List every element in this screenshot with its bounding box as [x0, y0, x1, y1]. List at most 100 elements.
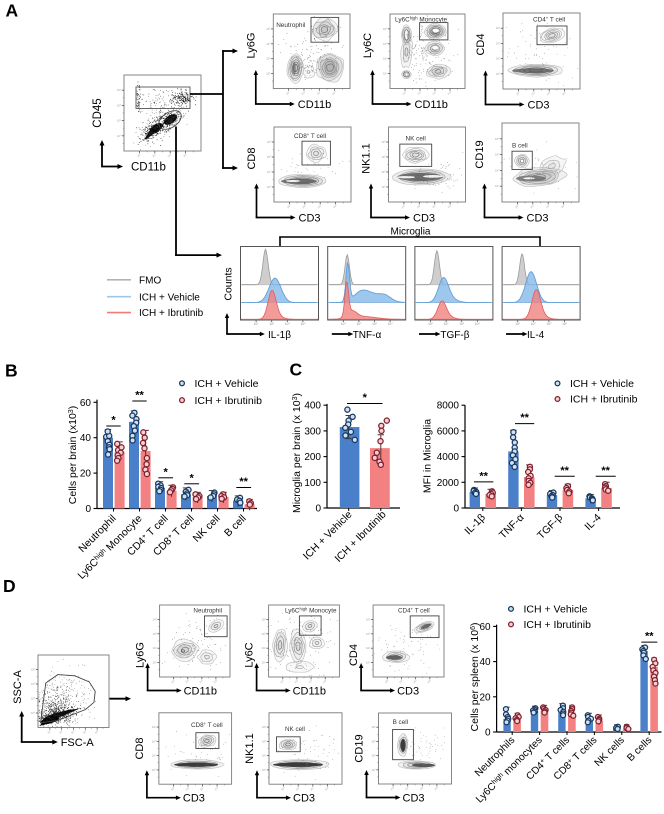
svg-text:103: 103 [309, 786, 315, 792]
svg-text:CD8: CD8 [134, 737, 146, 759]
svg-text:104: 104 [182, 153, 188, 159]
svg-text:102: 102 [404, 786, 410, 792]
svg-text:102: 102 [152, 754, 156, 758]
svg-text:102: 102 [398, 679, 404, 685]
svg-text:103: 103 [496, 41, 500, 45]
svg-text:102: 102 [530, 91, 536, 97]
svg-text:101: 101 [371, 768, 375, 772]
svg-text:CD4: CD4 [475, 33, 487, 55]
svg-text:102: 102 [267, 170, 271, 174]
svg-text:103: 103 [266, 42, 270, 46]
svg-text:101: 101 [46, 729, 52, 735]
svg-text:102: 102 [262, 646, 266, 650]
svg-text:104: 104 [31, 668, 35, 672]
svg-text:103: 103 [366, 632, 370, 636]
svg-text:103: 103 [152, 739, 156, 743]
svg-text:104: 104 [324, 786, 330, 792]
svg-text:CD3: CD3 [413, 212, 435, 224]
svg-text:0: 0 [485, 728, 491, 739]
svg-text:102: 102 [301, 204, 307, 210]
svg-text:101: 101 [153, 661, 157, 665]
svg-text:**: ** [601, 465, 610, 477]
svg-text:40: 40 [80, 433, 92, 444]
svg-text:102: 102 [295, 786, 301, 792]
svg-text:CD3: CD3 [299, 212, 321, 224]
svg-text:101: 101 [117, 134, 121, 138]
svg-text:102: 102 [185, 786, 191, 792]
svg-text:ICH + Ibrutinib: ICH + Ibrutinib [570, 394, 638, 406]
svg-text:104: 104 [447, 204, 453, 210]
svg-text:102: 102 [529, 204, 535, 210]
svg-text:TNF-α: TNF-α [353, 330, 382, 341]
svg-text:103: 103 [308, 679, 314, 685]
svg-text:Ly6Chigh Monocyte: Ly6Chigh Monocyte [395, 16, 448, 24]
svg-text:101: 101 [428, 322, 434, 326]
svg-text:103: 103 [419, 786, 425, 792]
svg-text:CD4: CD4 [348, 644, 360, 666]
svg-text:*: * [111, 415, 116, 427]
svg-text:40: 40 [479, 657, 491, 668]
svg-text:NK cell: NK cell [285, 726, 305, 733]
svg-text:CD19: CD19 [474, 140, 486, 168]
svg-text:CD8+ T cell: CD8+ T cell [191, 721, 223, 729]
svg-text:0: 0 [453, 504, 459, 515]
svg-text:300: 300 [304, 426, 321, 437]
svg-text:101: 101 [366, 661, 370, 665]
svg-text:C: C [290, 359, 303, 379]
svg-text:ICH + Vehicle: ICH + Vehicle [139, 292, 200, 303]
svg-text:ICH + Vehicle: ICH + Vehicle [570, 378, 634, 390]
svg-text:B cell: B cell [512, 143, 528, 150]
svg-text:103: 103 [546, 91, 552, 97]
svg-text:CD11b: CD11b [131, 162, 166, 174]
svg-text:103: 103 [285, 322, 291, 326]
svg-text:ICH + Vehicle: ICH + Vehicle [195, 378, 259, 390]
svg-text:102: 102 [269, 322, 275, 326]
svg-text:103: 103 [317, 204, 323, 210]
svg-text:ICH + Ibrutinib: ICH + Ibrutinib [524, 619, 592, 631]
svg-text:102: 102 [531, 322, 537, 326]
svg-text:TGF-β: TGF-β [440, 330, 469, 341]
svg-text:CD11b: CD11b [184, 686, 217, 698]
svg-text:104: 104 [495, 137, 499, 141]
svg-text:60: 60 [479, 622, 491, 633]
svg-text:103: 103 [153, 632, 157, 636]
svg-text:103: 103 [316, 90, 322, 96]
svg-text:104: 104 [117, 88, 121, 92]
svg-text:103: 103 [432, 90, 438, 96]
svg-text:104: 104 [262, 725, 266, 729]
svg-text:Neutrophil: Neutrophil [276, 22, 305, 29]
svg-text:**: ** [520, 412, 529, 424]
svg-text:CD3: CD3 [528, 99, 550, 111]
svg-text:101: 101 [262, 768, 266, 772]
svg-text:102: 102 [184, 679, 190, 685]
svg-text:104: 104 [433, 786, 439, 792]
svg-text:104: 104 [562, 322, 568, 326]
svg-text:104: 104 [301, 322, 307, 326]
svg-text:103: 103 [381, 155, 385, 159]
svg-text:Microglia: Microglia [390, 227, 430, 238]
svg-text:CD19: CD19 [354, 734, 366, 762]
svg-text:102: 102 [357, 322, 363, 326]
svg-text:103: 103 [198, 679, 204, 685]
svg-text:101: 101 [280, 786, 286, 792]
svg-text:102: 102 [301, 90, 307, 96]
svg-text:104: 104 [266, 27, 270, 31]
svg-text:102: 102 [117, 119, 121, 123]
svg-text:104: 104 [262, 617, 266, 621]
svg-text:CD11b: CD11b [293, 686, 326, 698]
svg-text:103: 103 [383, 42, 387, 46]
svg-text:103: 103 [372, 322, 378, 326]
svg-text:MFI in Microglia: MFI in Microglia [422, 419, 434, 493]
svg-text:Cells per spleen (x 106): Cells per spleen (x 106) [469, 623, 481, 732]
svg-text:101: 101 [152, 768, 156, 772]
svg-text:103: 103 [547, 322, 553, 326]
svg-text:101: 101 [383, 72, 387, 76]
svg-text:104: 104 [381, 140, 385, 144]
svg-text:D: D [3, 576, 16, 596]
svg-text:CD3: CD3 [527, 212, 549, 224]
svg-text:102: 102 [417, 90, 423, 96]
svg-text:B: B [5, 361, 18, 381]
svg-text:101: 101 [496, 72, 500, 76]
svg-text:CD3: CD3 [293, 793, 315, 805]
svg-text:104: 104 [496, 26, 500, 30]
